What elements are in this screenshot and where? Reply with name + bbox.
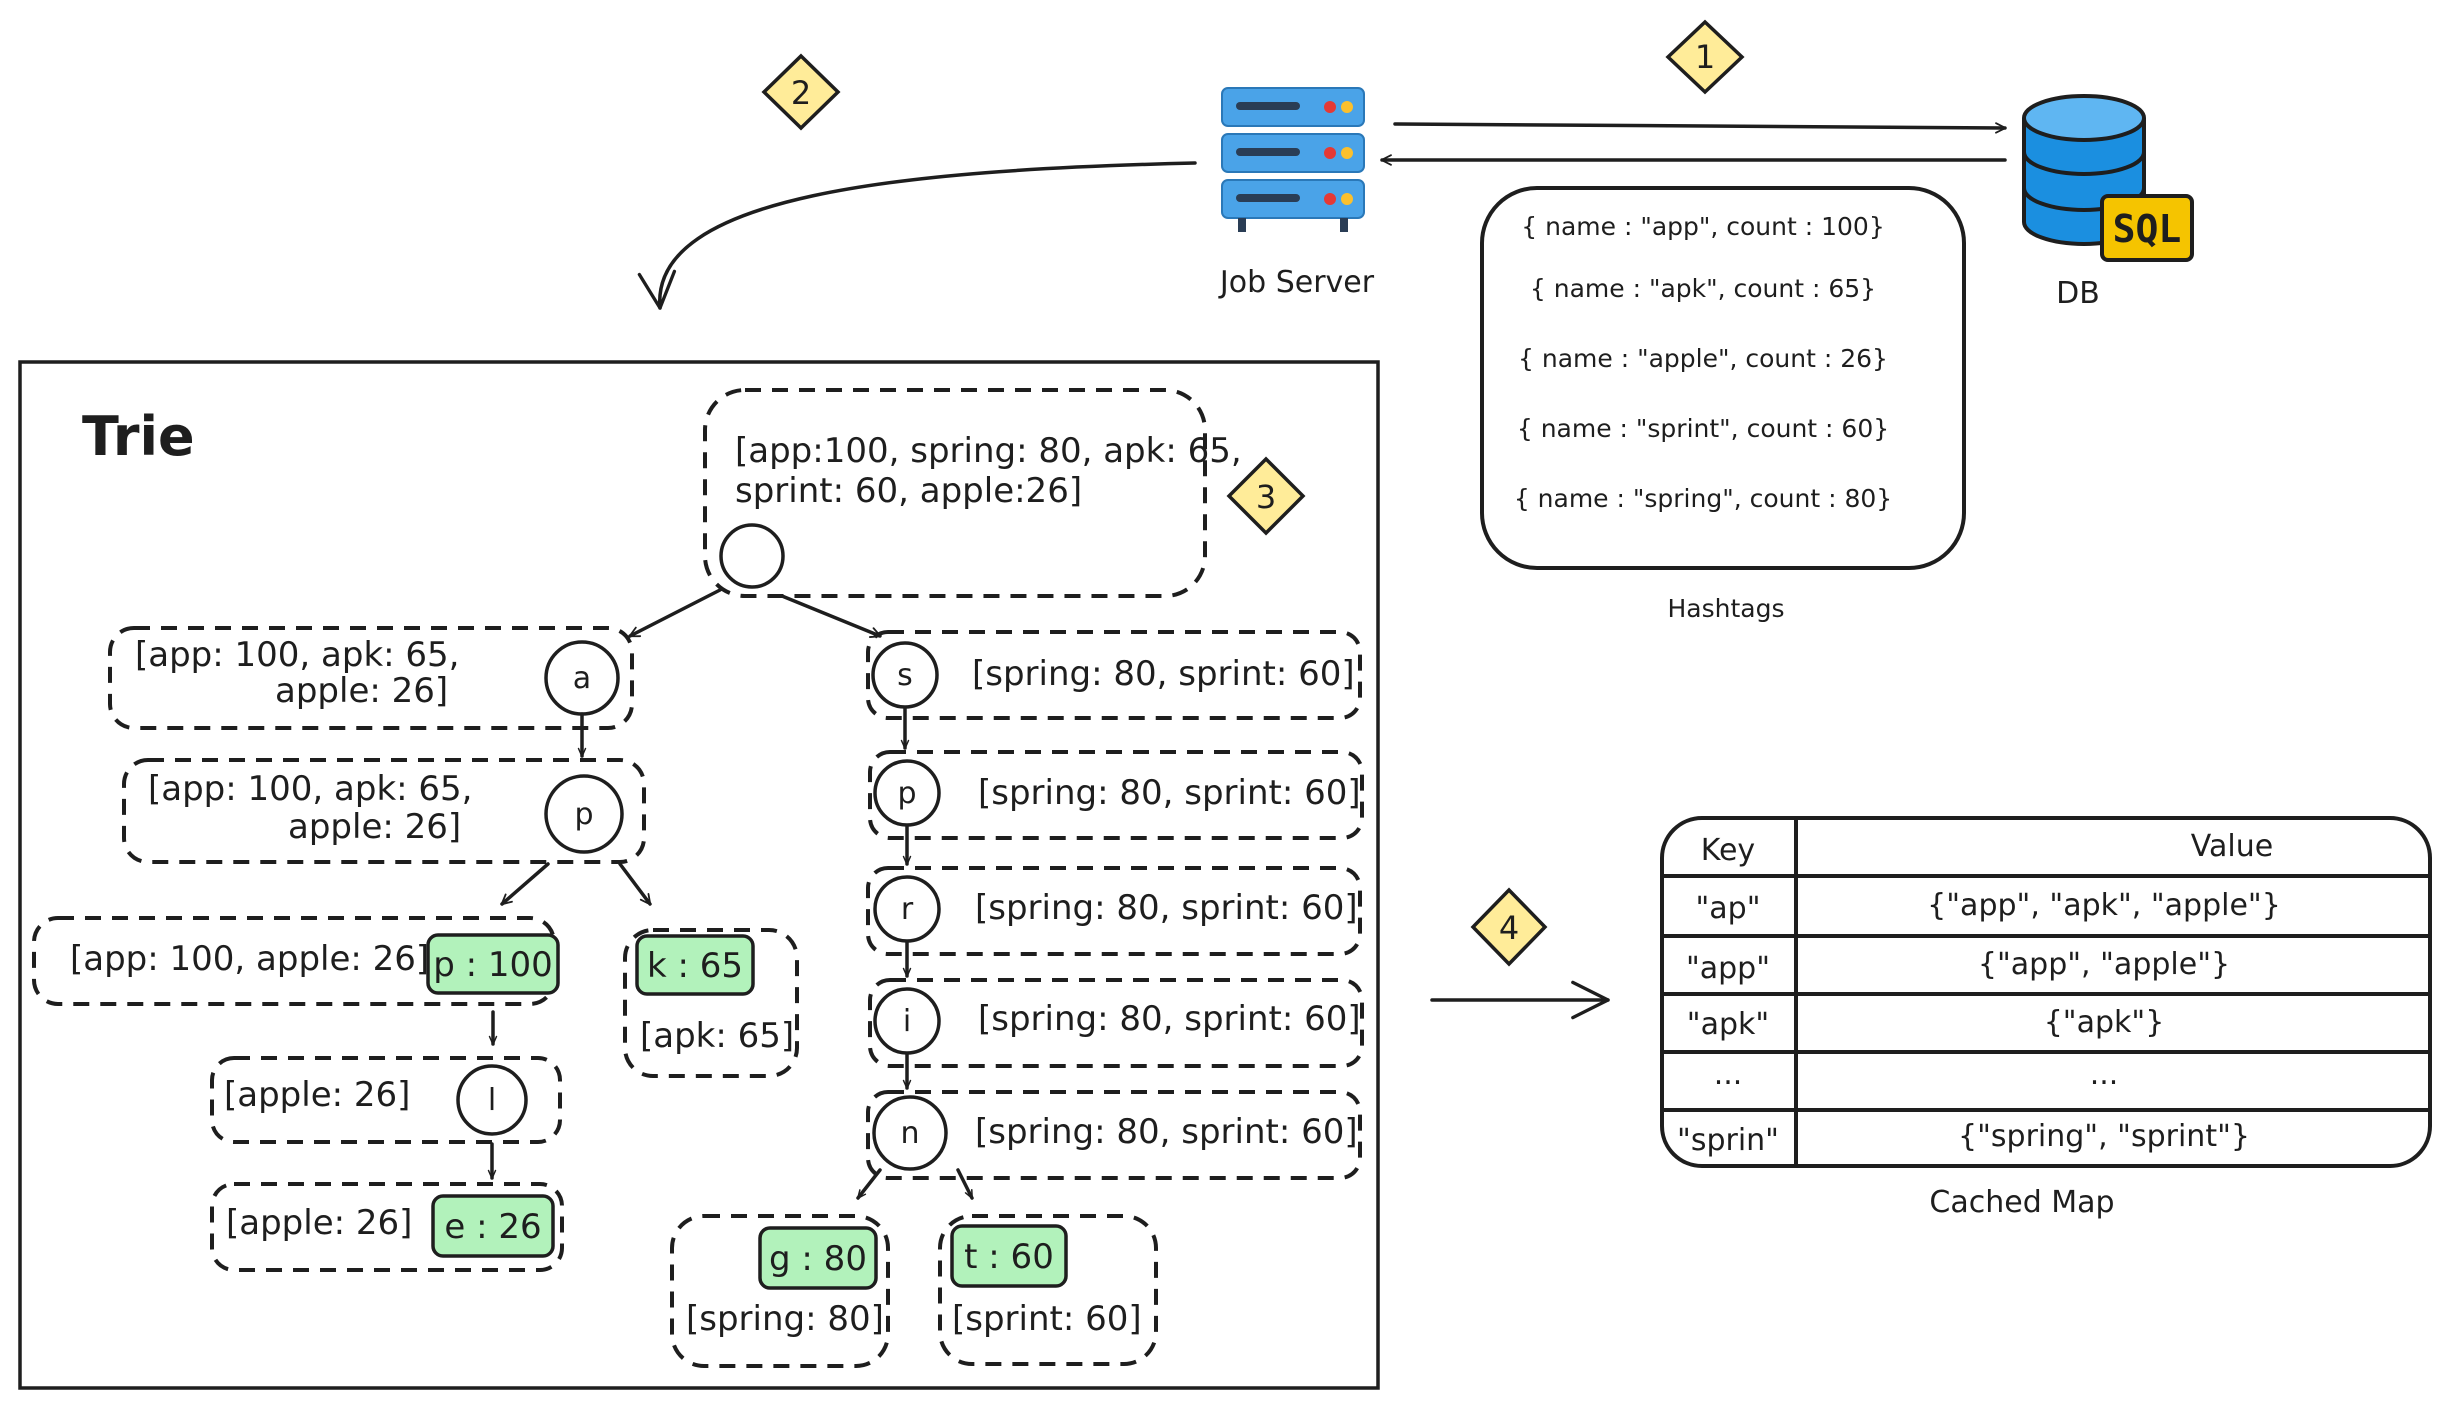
trie-leaf-app xyxy=(426,933,560,995)
step-badge-2: 2 xyxy=(761,53,841,131)
svg-text:1: 1 xyxy=(1695,38,1715,76)
trie-node-a-box xyxy=(108,626,634,730)
root-list-line2: sprint: 60, apple:26] xyxy=(735,471,1082,511)
hashtag-row: { name : "apple", count : 26} xyxy=(1518,344,1888,373)
hashtags-box xyxy=(1480,186,1966,570)
edge-sprin-t xyxy=(956,1168,974,1200)
a-list-line2: apple: 26] xyxy=(275,671,448,711)
node-letter: n xyxy=(900,1116,919,1151)
leaf-label: k : 65 xyxy=(647,946,743,986)
hashtags-caption: Hashtags xyxy=(1667,594,1784,623)
node-letter: l xyxy=(488,1083,496,1118)
trie-node-apple-box xyxy=(210,1182,564,1272)
trie-node-apk-box xyxy=(623,928,799,1078)
trie-node-sp-box xyxy=(868,750,1364,840)
map-value-cell: {"app", "apple"} xyxy=(1978,947,2230,982)
trie-leaf-apple xyxy=(431,1194,555,1258)
map-value-cell: {"spring", "sprint"} xyxy=(1958,1119,2250,1154)
spring-list: [spring: 80] xyxy=(686,1299,884,1339)
map-key-cell: ... xyxy=(1714,1057,1743,1092)
apk-list: [apk: 65] xyxy=(640,1016,794,1056)
svg-text:3: 3 xyxy=(1256,478,1276,516)
trie-leaf-apk xyxy=(635,934,755,996)
s-list: [spring: 80, sprint: 60] xyxy=(972,654,1355,694)
ap-list-line2: apple: 26] xyxy=(288,807,461,847)
trie-node-spring-box xyxy=(670,1214,890,1368)
node-letter: r xyxy=(901,892,914,927)
db-label: DB xyxy=(2056,276,2100,311)
map-header-key: Key xyxy=(1701,833,1755,868)
node-letter: i xyxy=(903,1004,911,1039)
trie-title: Trie xyxy=(82,405,195,468)
trie-node-spr-box xyxy=(866,866,1362,956)
trie-panel xyxy=(18,360,1380,1390)
sql-badge: SQL xyxy=(2113,207,2182,251)
edge-root-a xyxy=(628,588,722,638)
node-letter: p xyxy=(897,776,916,811)
trie-root-box xyxy=(703,388,1207,598)
database-icon xyxy=(2022,94,2194,262)
trie-node-ap-box xyxy=(122,758,646,864)
hashtag-row: { name : "sprint", count : 60} xyxy=(1517,414,1889,443)
a-list-line1: [app: 100, apk: 65, xyxy=(135,635,459,675)
trie-node-appl xyxy=(456,1064,528,1136)
map-key-cell: "app" xyxy=(1686,951,1770,986)
job-server-label: Job Server xyxy=(1218,265,1375,300)
node-letter: a xyxy=(573,661,591,696)
leaf-label: p : 100 xyxy=(433,945,553,985)
sp-list: [spring: 80, sprint: 60] xyxy=(978,773,1361,813)
app-list: [app: 100, apple: 26] xyxy=(70,939,429,979)
leaf-label: e : 26 xyxy=(444,1207,541,1247)
svg-text:2: 2 xyxy=(791,74,811,112)
trie-node-sprin xyxy=(872,1095,948,1171)
trie-leaf-sprint xyxy=(950,1224,1068,1288)
map-header-value: Value xyxy=(2191,829,2273,864)
map-key-cell: "apk" xyxy=(1687,1007,1769,1042)
edge-ap-apk xyxy=(618,862,652,906)
trie-leaf-spring xyxy=(758,1226,878,1290)
svg-text:4: 4 xyxy=(1499,909,1519,947)
step-badge-1: 1 xyxy=(1665,19,1745,95)
edge-root-s xyxy=(780,594,882,638)
server-to-trie-arrow xyxy=(637,161,1197,310)
trie-node-sprin-box xyxy=(866,1090,1362,1180)
appl-list: [apple: 26] xyxy=(224,1075,410,1115)
cached-map-table xyxy=(1660,816,2432,1168)
trie-node-sprint-box xyxy=(938,1214,1158,1366)
spr-list: [spring: 80, sprint: 60] xyxy=(975,888,1358,928)
cached-map-caption: Cached Map xyxy=(1929,1185,2114,1220)
hashtag-row: { name : "apk", count : 65} xyxy=(1530,274,1876,303)
sprint-list: [sprint: 60] xyxy=(952,1299,1142,1339)
map-value-cell: {"apk"} xyxy=(2044,1005,2165,1040)
node-letter: p xyxy=(574,797,593,832)
map-value-cell: ... xyxy=(2090,1057,2119,1092)
hashtag-row: { name : "spring", count : 80} xyxy=(1514,484,1892,513)
apple-list: [apple: 26] xyxy=(226,1203,412,1243)
root-list-line1: [app:100, spring: 80, apk: 65, xyxy=(735,431,1242,471)
edge-sprin-g xyxy=(856,1168,882,1200)
trie-node-appl-box xyxy=(210,1056,562,1144)
map-key-cell: "ap" xyxy=(1695,891,1760,926)
leaf-label: t : 60 xyxy=(964,1237,1054,1277)
trie-node-spri-box xyxy=(868,978,1364,1068)
spri-list: [spring: 80, sprint: 60] xyxy=(978,999,1361,1039)
ap-list-line1: [app: 100, apk: 65, xyxy=(148,769,472,809)
leaf-label: g : 80 xyxy=(769,1239,867,1279)
trie-node-s-box xyxy=(866,630,1362,720)
root-node xyxy=(719,523,785,589)
step-badge-4: 4 xyxy=(1470,887,1548,967)
step-badge-3: 3 xyxy=(1226,456,1306,536)
map-value-cell: {"app", "apk", "apple"} xyxy=(1927,888,2281,923)
sprin-list: [spring: 80, sprint: 60] xyxy=(975,1112,1358,1152)
edge-ap-app xyxy=(500,862,550,906)
server-to-db-arrow xyxy=(1393,122,2007,134)
trie-node-ap xyxy=(544,774,624,854)
node-letter: s xyxy=(897,658,913,693)
map-key-cell: "sprin" xyxy=(1677,1123,1779,1158)
hashtag-row: { name : "app", count : 100} xyxy=(1521,212,1885,241)
server-icon xyxy=(1221,87,1365,232)
